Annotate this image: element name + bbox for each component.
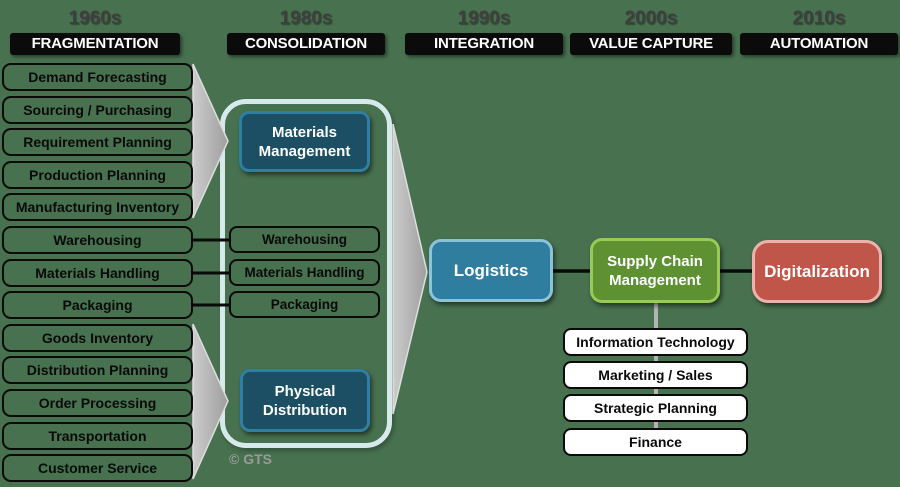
function-item: Finance: [563, 428, 748, 456]
consolidation-item: Materials Handling: [229, 259, 380, 286]
era-bar-fragmentation: FRAGMENTATION: [10, 33, 180, 55]
column-2010s: 2010s AUTOMATION: [740, 8, 898, 55]
fragmentation-item: Manufacturing Inventory: [2, 193, 193, 221]
era-bar-value-capture: VALUE CAPTURE: [570, 33, 732, 55]
fragmentation-item: Goods Inventory: [2, 324, 193, 352]
fragmentation-item: Transportation: [2, 422, 193, 450]
consolidation-item: Warehousing: [229, 226, 380, 253]
decade-label-2000s: 2000s: [624, 8, 678, 29]
consolidation-item: Packaging: [229, 291, 380, 318]
copyright-credit: © GTS: [229, 451, 272, 467]
column-1990s: 1990s INTEGRATION: [405, 8, 563, 55]
column-1960s: 1960s FRAGMENTATION: [10, 8, 180, 55]
digitalization-box: Digitalization: [752, 240, 882, 303]
column-1980s: 1980s CONSOLIDATION: [227, 8, 385, 55]
fragmentation-item: Warehousing: [2, 226, 193, 254]
function-item: Information Technology: [563, 328, 748, 356]
decade-label-1990s: 1990s: [457, 8, 511, 29]
fragmentation-item: Requirement Planning: [2, 128, 193, 156]
physical-distribution-box: Physical Distribution: [240, 369, 370, 432]
fragmentation-item: Order Processing: [2, 389, 193, 417]
fragmentation-item: Distribution Planning: [2, 356, 193, 384]
supply-chain-management-box: Supply Chain Management: [590, 238, 720, 303]
era-bar-automation: AUTOMATION: [740, 33, 898, 55]
fragmentation-item: Demand Forecasting: [2, 63, 193, 91]
era-bar-integration: INTEGRATION: [405, 33, 563, 55]
fragmentation-item: Packaging: [2, 291, 193, 319]
fragmentation-item: Materials Handling: [2, 259, 193, 287]
function-item: Marketing / Sales: [563, 361, 748, 389]
arrow-consolidation-to-logistics-icon: [392, 123, 428, 415]
decade-label-1980s: 1980s: [279, 8, 333, 29]
decade-label-1960s: 1960s: [68, 8, 122, 29]
era-bar-consolidation: CONSOLIDATION: [227, 33, 385, 55]
fragmentation-item: Customer Service: [2, 454, 193, 482]
function-item: Strategic Planning: [563, 394, 748, 422]
materials-management-box: Materials Management: [239, 111, 370, 172]
column-2000s: 2000s VALUE CAPTURE: [570, 8, 732, 55]
fragmentation-item: Sourcing / Purchasing: [2, 96, 193, 124]
decade-label-2010s: 2010s: [792, 8, 846, 29]
fragmentation-item: Production Planning: [2, 161, 193, 189]
logistics-box: Logistics: [429, 239, 553, 302]
